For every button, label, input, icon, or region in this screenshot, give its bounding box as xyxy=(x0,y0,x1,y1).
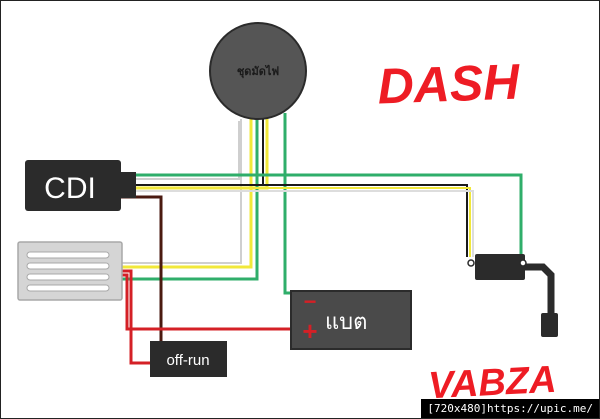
off-run-box xyxy=(150,341,227,377)
wire-green-coil-battery xyxy=(283,113,291,295)
ignition-coil: ชุดมัดไฟ xyxy=(209,22,307,120)
pickup-cable xyxy=(515,263,555,319)
wire-red-reg-switch xyxy=(121,269,151,365)
cdi-box xyxy=(25,160,121,211)
wire-yellow-reg-coil xyxy=(121,116,253,269)
cdi-label: CDI xyxy=(44,172,96,205)
pickup-mount-left xyxy=(467,259,475,267)
cdi-connector xyxy=(119,172,136,198)
battery-plus-symbol: + xyxy=(302,316,317,346)
wire-green-cdi-pickup xyxy=(136,173,523,255)
pickup-plug xyxy=(541,313,558,337)
wire-white-cdi-pickup xyxy=(136,190,474,257)
image-watermark: [720x480]https://upic.me/ xyxy=(421,399,599,418)
regulator xyxy=(17,241,123,301)
battery-box xyxy=(290,290,412,350)
ignition-coil-icon xyxy=(209,22,307,120)
model-label: DASH xyxy=(377,54,521,115)
pickup-sensor xyxy=(467,254,558,337)
wire-yellow-cdi-pickup xyxy=(136,187,471,257)
pickup-body xyxy=(475,254,525,280)
pickup-mount-right xyxy=(519,259,527,267)
wire-white-cdi-coil-2 xyxy=(136,117,244,183)
off-run-switch: off-run xyxy=(150,341,227,377)
battery-minus-symbol: − xyxy=(304,289,317,314)
off-run-label: off-run xyxy=(166,352,209,369)
wire-green-coil-reg xyxy=(121,115,259,281)
wire-white-cdi-coil-1 xyxy=(136,121,240,180)
regulator-fins-icon xyxy=(26,251,110,292)
battery-label: แบต xyxy=(325,309,367,334)
wires xyxy=(121,113,555,365)
cdi-unit: CDI xyxy=(25,160,136,211)
wire-black-cdi-pickup xyxy=(136,184,468,257)
battery: − + แบต xyxy=(290,289,412,350)
watermark-url: https://upic.me/ xyxy=(487,402,593,415)
wire-yellow-cdi-coil xyxy=(136,114,269,190)
watermark-size: [720x480] xyxy=(427,402,488,415)
coil-label: ชุดมัดไฟ xyxy=(237,64,280,79)
wire-red-reg-battery xyxy=(121,273,291,331)
